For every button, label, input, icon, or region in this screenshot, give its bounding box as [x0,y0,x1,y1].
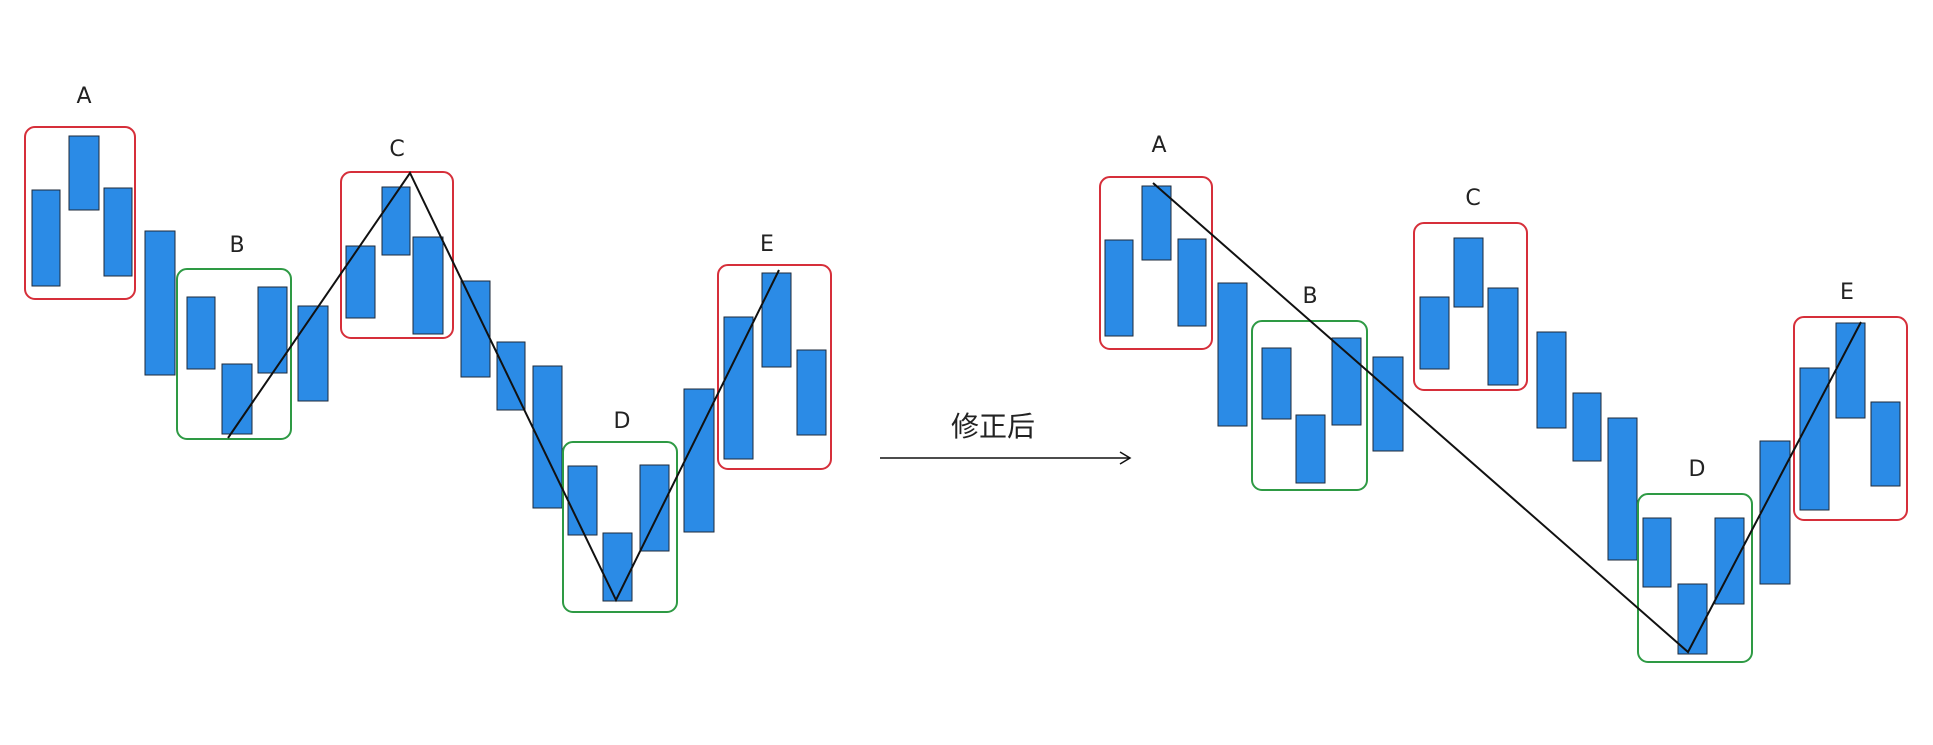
bar [1642,517,1672,588]
bar [1177,238,1207,327]
bar [496,341,526,411]
bar [1372,356,1404,452]
label-c: C [1465,186,1480,211]
before-bars [31,135,827,602]
peak-box-a [1099,176,1213,350]
bar [1759,440,1791,585]
bar [1217,282,1248,427]
label-e: E [760,232,774,257]
bar [412,236,444,335]
bar [144,230,176,376]
bar [1607,417,1638,561]
bar [723,316,754,460]
after-bars [1104,185,1901,655]
bar [1453,237,1484,308]
bar [1870,401,1901,487]
label-a: A [1151,133,1166,158]
peak-box-c [1413,222,1528,391]
bar [602,532,633,602]
bar [297,305,329,402]
bar [345,245,376,319]
diagram-before: A B C D E [24,84,832,613]
diagram-after: A B C D E [1099,133,1908,663]
bar [186,296,216,370]
bar [639,464,670,552]
bar [103,187,133,277]
trough-box-d [562,441,678,613]
arrow-head [1119,451,1132,465]
peak-box-e [1793,316,1908,521]
bar [1572,392,1602,462]
label-e: E [1840,280,1854,305]
bar [31,189,61,287]
bar [1487,287,1519,386]
label-b: B [229,233,244,258]
arrow-label: 修正后 [951,410,1035,443]
bar [796,349,827,436]
bar [1104,239,1134,337]
bar [1141,185,1172,261]
trough-box-b [176,268,292,440]
bar [1261,347,1292,420]
bar [1295,414,1326,484]
peak-box-a [24,126,136,300]
bar [1331,337,1362,426]
bar [68,135,100,211]
bar [1536,331,1567,429]
bar [381,186,411,256]
zigzag-line [227,171,780,603]
label-b: B [1302,284,1317,309]
label-a: A [76,84,91,109]
bar [1419,296,1450,370]
bar [761,272,792,368]
peak-box-c [340,171,454,339]
bar [1835,322,1866,419]
bar [221,363,253,435]
label-c: C [389,137,404,162]
zigzag-line [1152,182,1862,654]
transform-arrow: 修正后 [880,410,1132,465]
peak-box-e [717,264,832,470]
bar [567,465,598,536]
label-d: D [1689,457,1706,482]
trough-box-d [1637,493,1753,663]
label-d: D [614,409,631,434]
